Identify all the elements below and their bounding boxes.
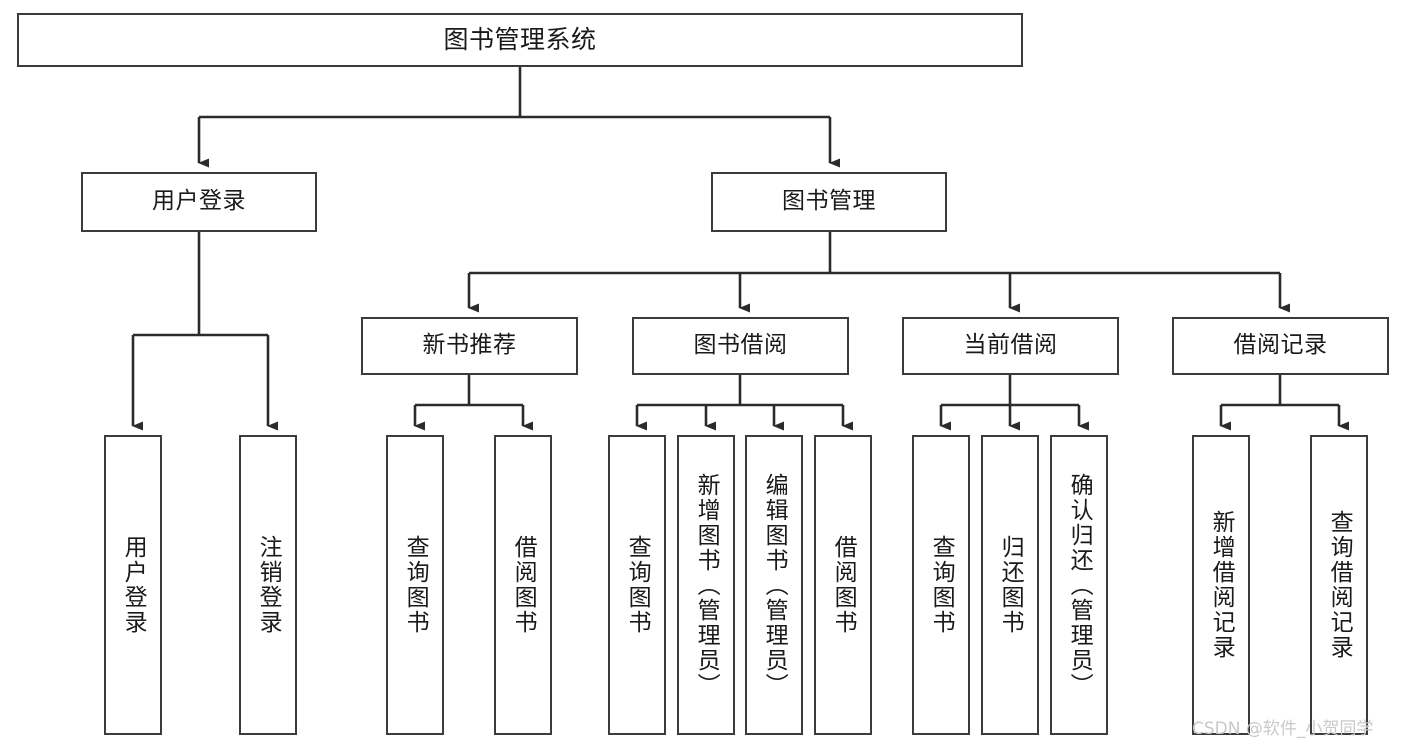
node-root-system[interactable]: 图书管理系统 — [17, 13, 1023, 67]
leaf-edit-book[interactable]: 编辑图书（管理员） — [745, 435, 803, 735]
node-root-system-label: 图书管理系统 — [443, 25, 597, 55]
csdn-watermark: CSDN @软件_小贺同学 — [1192, 719, 1374, 739]
leaf-user-login-label: 用户登录 — [120, 535, 147, 635]
leaf-add-book[interactable]: 新增图书（管理员） — [677, 435, 735, 735]
node-current-borrow-label: 当前借阅 — [963, 332, 1058, 359]
leaf-edit-book-label: 编辑图书（管理员） — [761, 472, 788, 698]
leaf-user-login[interactable]: 用户登录 — [104, 435, 162, 735]
leaf-add-borrow-record[interactable]: 新增借阅记录 — [1192, 435, 1250, 735]
leaf-return-book[interactable]: 归还图书 — [981, 435, 1039, 735]
leaf-query-book-borrow-label: 查询图书 — [624, 535, 651, 635]
leaf-query-book-recommend-label: 查询图书 — [402, 535, 429, 635]
leaf-query-borrow-record[interactable]: 查询借阅记录 — [1310, 435, 1368, 735]
leaf-query-book-current[interactable]: 查询图书 — [912, 435, 970, 735]
leaf-return-book-label: 归还图书 — [997, 535, 1024, 635]
leaf-add-book-label: 新增图书（管理员） — [693, 472, 720, 698]
leaf-logout[interactable]: 注销登录 — [239, 435, 297, 735]
node-book-borrow[interactable]: 图书借阅 — [632, 317, 849, 375]
leaf-confirm-return-label: 确认归还（管理员） — [1066, 472, 1093, 698]
leaf-logout-label: 注销登录 — [255, 535, 282, 635]
node-user-login[interactable]: 用户登录 — [81, 172, 317, 232]
node-new-book-recommend[interactable]: 新书推荐 — [361, 317, 578, 375]
node-borrow-record-label: 借阅记录 — [1233, 332, 1328, 359]
leaf-borrow-book-label: 借阅图书 — [830, 535, 857, 635]
leaf-borrow-book-recommend[interactable]: 借阅图书 — [494, 435, 552, 735]
leaf-query-book-recommend[interactable]: 查询图书 — [386, 435, 444, 735]
leaf-add-borrow-record-label: 新增借阅记录 — [1208, 510, 1235, 660]
node-new-book-recommend-label: 新书推荐 — [422, 332, 517, 359]
leaf-query-book-borrow[interactable]: 查询图书 — [608, 435, 666, 735]
node-current-borrow[interactable]: 当前借阅 — [902, 317, 1119, 375]
node-borrow-record[interactable]: 借阅记录 — [1172, 317, 1389, 375]
leaf-borrow-book[interactable]: 借阅图书 — [814, 435, 872, 735]
node-book-manage[interactable]: 图书管理 — [711, 172, 947, 232]
leaf-borrow-book-recommend-label: 借阅图书 — [510, 535, 537, 635]
node-user-login-label: 用户登录 — [152, 188, 246, 215]
leaf-confirm-return[interactable]: 确认归还（管理员） — [1050, 435, 1108, 735]
leaf-query-book-current-label: 查询图书 — [928, 535, 955, 635]
node-book-manage-label: 图书管理 — [782, 188, 876, 215]
node-book-borrow-label: 图书借阅 — [693, 332, 788, 359]
leaf-query-borrow-record-label: 查询借阅记录 — [1326, 510, 1353, 660]
